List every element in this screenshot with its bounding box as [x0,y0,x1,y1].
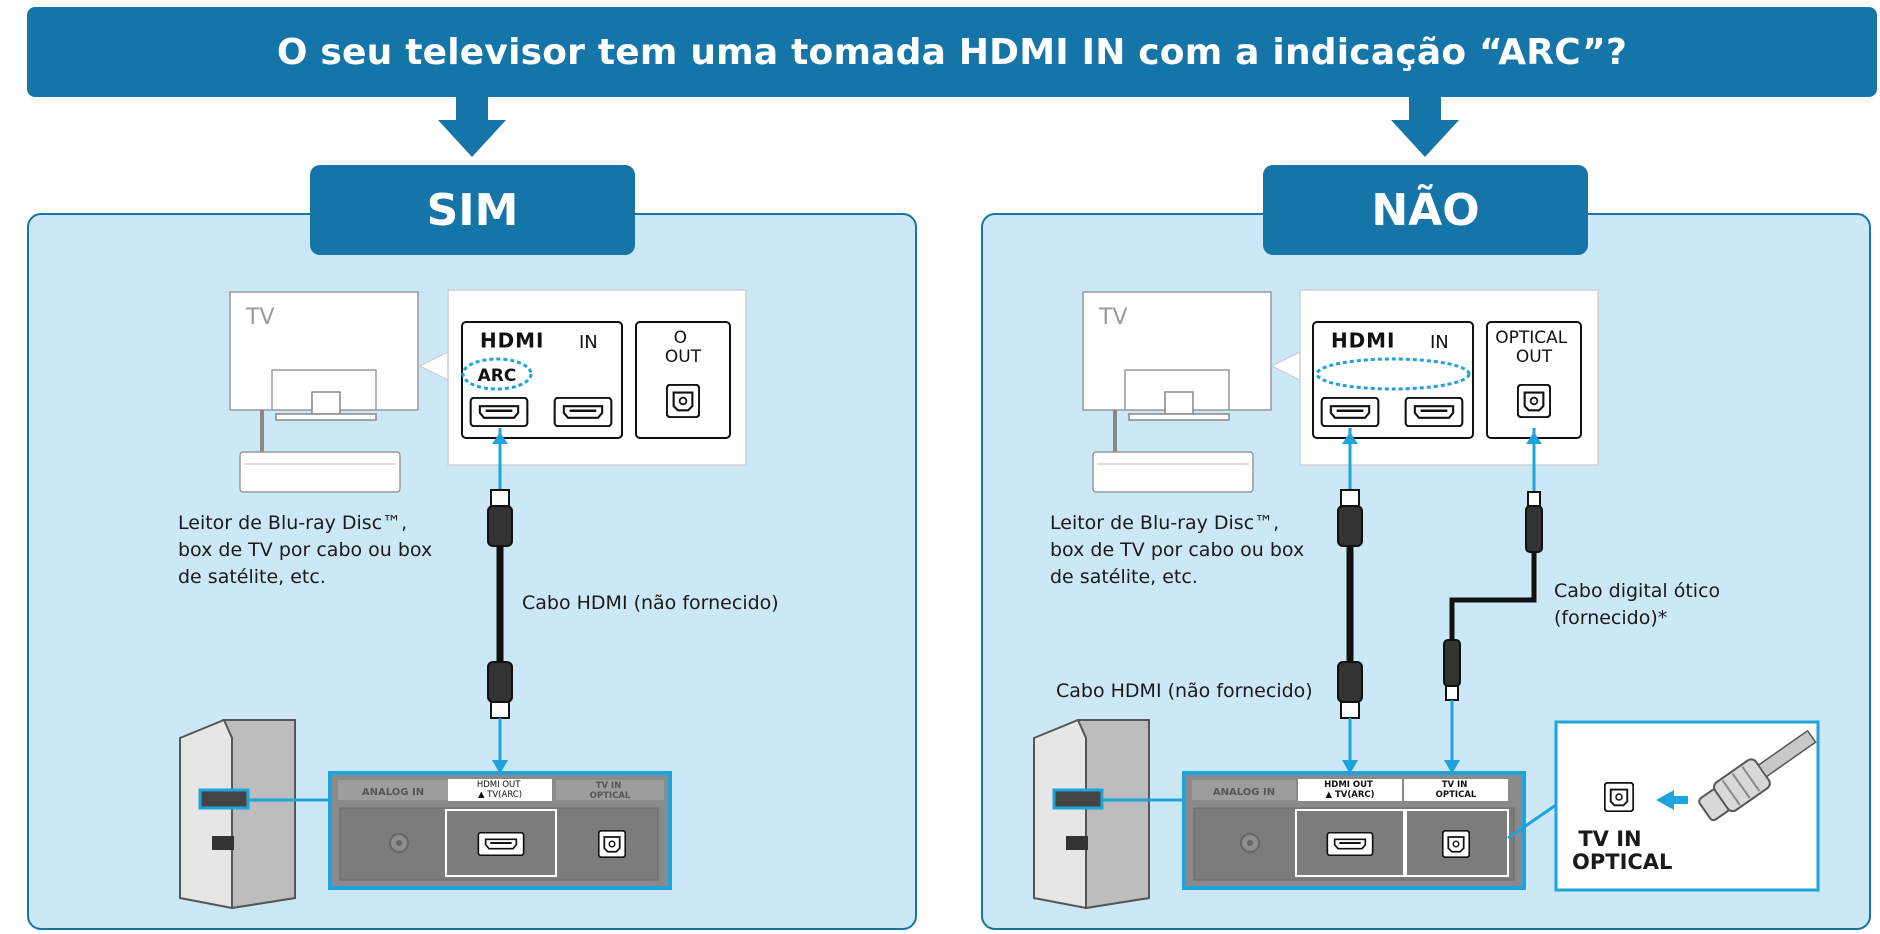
hdmi-cable-label-yes: Cabo HDMI (não fornecido) [522,592,779,614]
no-title: NÃO [1371,184,1480,236]
unit-optical-port-no [1442,830,1470,858]
arrow-yes [438,97,506,157]
tv-optical-out-port-no [1517,384,1551,418]
hdmi-in-label-no: IN [1430,332,1449,353]
subwoofer-no [1033,719,1184,910]
analog-in-label-yes: ANALOG IN [362,787,424,798]
hdmi-out-label-yes: HDMI OUT ▲ TV(ARC) [477,780,523,800]
subwoofer-yes [179,719,330,910]
optical-out-label-yes: O OUT [665,328,702,367]
tv-hdmi-port-1-no [1320,397,1380,427]
rear-panel-no: ANALOG IN HDMI OUT ▲ TV(ARC) TV IN OPTIC… [1182,771,1557,890]
hdmi-cable-yes [487,428,513,774]
no-tag: NÃO [1263,165,1588,255]
unit-hdmi-out-port-yes [477,832,525,856]
tv-in-optical-label-no: TV IN OPTICAL [1436,780,1477,800]
arrow-no [1391,97,1459,157]
optical-out-label-no: OPTICAL OUT [1495,328,1572,367]
unit-hdmi-out-port-no [1326,832,1374,856]
tv-label-yes: TV [245,305,275,330]
yes-tag: SIM [310,165,635,255]
tv-label-no: TV [1098,305,1128,330]
device-caption-yes: Leitor de Blu-ray Disc™, box de TV por c… [178,512,433,588]
optical-cable-label-no: Cabo digital ótico (fornecido)* [1554,580,1721,629]
hdmi-cable-no [1337,428,1363,774]
hdmi-in-label-yes: IN [579,332,598,353]
optical-cable-no [1443,428,1543,774]
tv-ports-callout-yes: IN ARC O OUT [418,289,747,466]
optical-inset-no [1554,720,1820,892]
tv-hdmi-port-2-no [1404,397,1464,427]
question-text: O seu televisor tem uma tomada HDMI IN c… [276,31,1628,73]
arc-label-yes: ARC [478,366,517,386]
tv-in-optical-label-yes: TV IN OPTICAL [590,781,631,801]
analog-in-label-no: ANALOG IN [1213,787,1275,798]
hdmi-cable-label-no: Cabo HDMI (não fornecido) [1056,680,1313,702]
tv-hdmi-port-2-yes [553,397,613,427]
rear-panel-yes: ANALOG IN HDMI OUT ▲ TV(ARC) TV IN OPTIC… [328,771,672,890]
tv-optical-out-port-yes [666,384,700,418]
tv-yes: TV [229,291,419,493]
unit-optical-port-yes [598,830,626,858]
inset-label-no: TV IN OPTICAL [1572,827,1673,874]
device-caption-no: Leitor de Blu-ray Disc™, box de TV por c… [1050,512,1305,588]
question-banner: O seu televisor tem uma tomada HDMI IN c… [27,7,1877,97]
yes-title: SIM [426,184,519,236]
tv-ports-callout-no: IN OPTICAL OUT [1270,289,1599,466]
hdmi-out-label-no: HDMI OUT ▲ TV(ARC) [1324,780,1376,800]
tv-no: TV [1082,291,1272,493]
tv-hdmi-arc-port-yes [469,397,529,427]
